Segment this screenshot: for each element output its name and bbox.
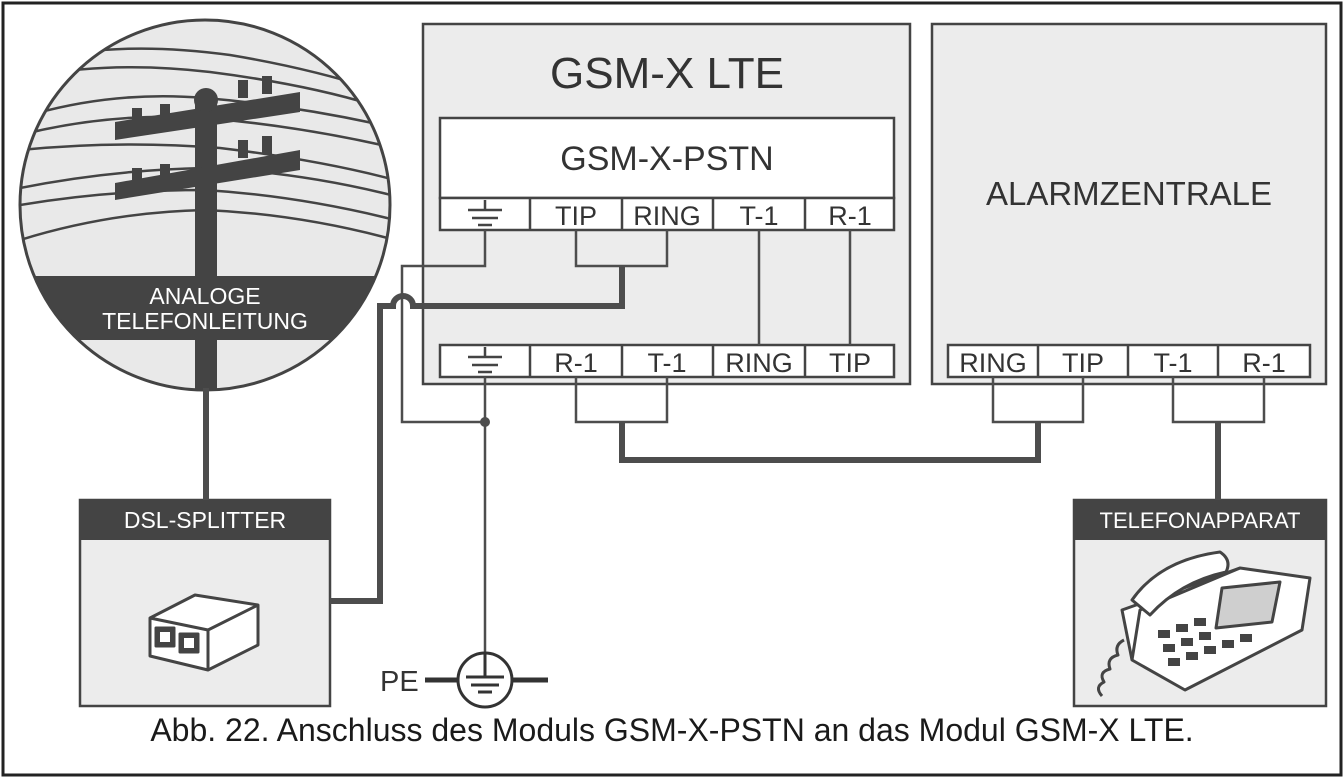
panel-title: ALARMZENTRALE xyxy=(986,175,1272,212)
wiring xyxy=(203,230,1266,665)
terminal-bottom-ring: RING xyxy=(725,348,793,378)
dsl-splitter-box: DSL-SPLITTER xyxy=(78,498,332,708)
splitter-device-icon xyxy=(148,593,260,672)
earth-label: PE xyxy=(380,666,419,698)
gsm-x-pstn-board: GSM-X-PSTN xyxy=(438,116,896,200)
ground-symbol-icon xyxy=(468,200,502,227)
phone-line-label-1: ANALOGE xyxy=(149,283,260,309)
gsm-x-lte-module: GSM-X LTE GSM-X-PSTN TIP RING T-1 R-1 xyxy=(421,22,912,386)
terminal-panel-t1: T-1 xyxy=(1153,348,1192,378)
dsl-splitter-label: DSL-SPLITTER xyxy=(124,507,286,533)
figure-caption: Abb. 22. Anschluss des Moduls GSM-X-PSTN… xyxy=(150,712,1194,748)
terminal-top-ring: RING xyxy=(633,201,701,231)
telephone-label: TELEFONAPPARAT xyxy=(1100,508,1301,533)
terminal-bottom-r1: R-1 xyxy=(554,348,598,378)
terminal-bottom-t1: T-1 xyxy=(647,348,686,378)
terminal-top-r1: R-1 xyxy=(828,201,872,231)
board-title: GSM-X-PSTN xyxy=(560,140,773,178)
terminal-top-tip: TIP xyxy=(555,201,597,231)
phone-line-label-2: TELEFONLEITUNG xyxy=(102,308,308,334)
module-title: GSM-X LTE xyxy=(550,49,784,98)
ground-junction-dot xyxy=(480,417,490,427)
wire-ground xyxy=(400,230,487,424)
terminal-panel-ring: RING xyxy=(959,348,1027,378)
telephone-box: TELEFONAPPARAT xyxy=(1072,498,1328,708)
earth-symbol-icon xyxy=(425,651,548,709)
ground-symbol-icon xyxy=(468,347,502,374)
terminal-panel-r1: R-1 xyxy=(1242,348,1286,378)
wire-module-to-panel xyxy=(619,422,1041,463)
panel-terminal-strip: RING TIP T-1 R-1 xyxy=(946,343,1312,379)
top-terminal-strip: TIP RING T-1 R-1 xyxy=(438,196,896,232)
alarm-panel: ALARMZENTRALE RING TIP T-1 R-1 xyxy=(930,22,1328,386)
terminal-panel-tip: TIP xyxy=(1062,348,1104,378)
terminal-bottom-tip: TIP xyxy=(829,348,871,378)
terminal-top-t1: T-1 xyxy=(739,201,778,231)
bottom-terminal-strip: R-1 T-1 RING TIP xyxy=(438,343,896,379)
telephone-pole-illustration: ANALOGE TELEFONLEITUNG xyxy=(18,18,392,392)
telephone-icon xyxy=(1097,550,1312,697)
